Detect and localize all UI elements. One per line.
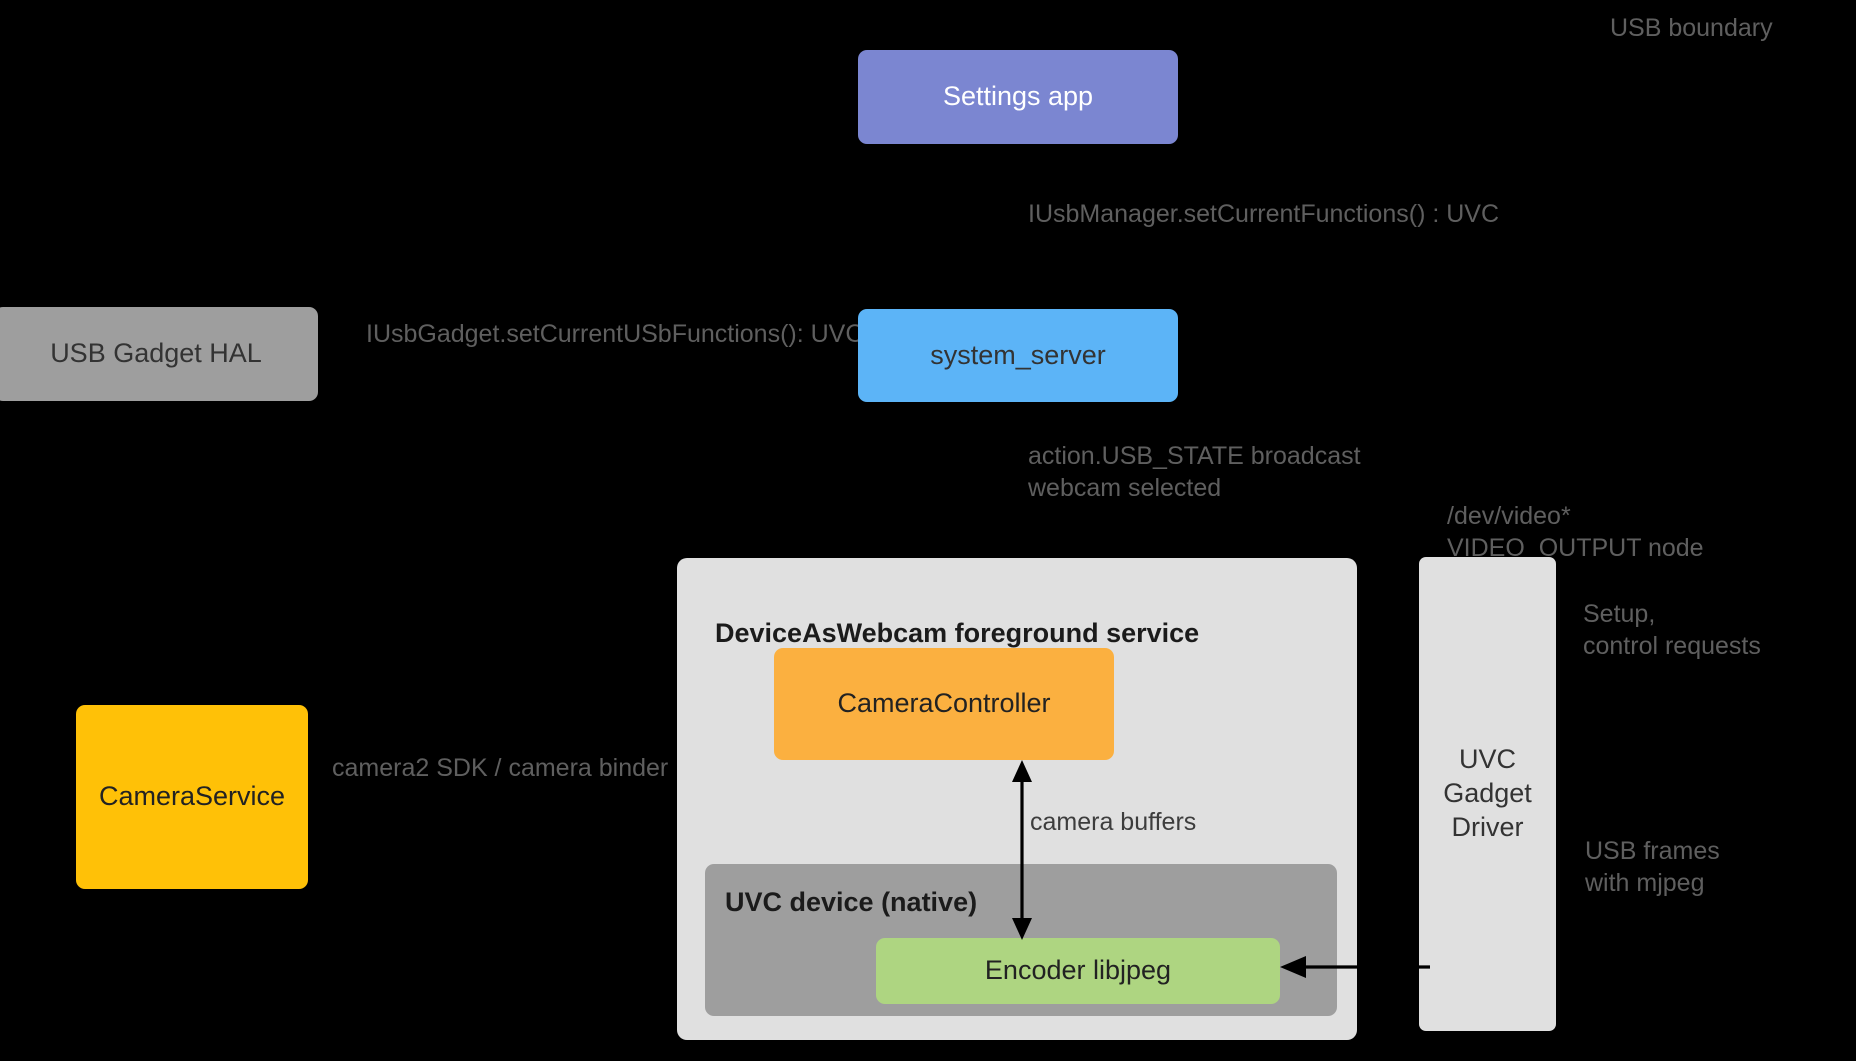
node-encoder-libjpeg[interactable]: Encoder libjpeg [876,938,1280,1004]
node-usb-gadget-hal[interactable]: USB Gadget HAL [0,307,318,401]
node-uvc-device-native-title: UVC device (native) [725,887,978,917]
node-usb-gadget-hal-label: USB Gadget HAL [50,338,262,369]
node-camera-controller-label: CameraController [837,688,1051,719]
node-settings-app-label: Settings app [942,81,1094,112]
node-camera-service[interactable]: CameraService [76,705,308,889]
label-dev-video-node: /dev/video* VIDEO_OUTPUT node [1447,502,1704,562]
label-iusbgadget-setcurrentusbfunctions: IUsbGadget.setCurrentUSbFunctions(): UVC [366,320,864,348]
label-usb-frames-mjpeg: USB frames with mjpeg [1585,837,1720,897]
node-system-server[interactable]: system_server [858,309,1178,402]
node-uvc-gadget-driver[interactable]: UVC Gadget Driver [1419,557,1556,1031]
label-iusbmanager-setcurrentfunctions: IUsbManager.setCurrentFunctions() : UVC [1028,200,1500,228]
node-camera-controller[interactable]: CameraController [774,648,1114,760]
label-usb-boundary: USB boundary [1610,14,1773,42]
node-deviceaswebcam-title: DeviceAsWebcam foreground service [715,618,1200,648]
node-encoder-libjpeg-label: Encoder libjpeg [984,955,1172,986]
label-setup-control-requests: Setup, control requests [1583,600,1761,660]
label-camera-buffers: camera buffers [1030,808,1197,836]
node-system-server-label: system_server [930,339,1106,370]
label-camera2-sdk-binder: camera2 SDK / camera binder [332,754,669,782]
node-settings-app[interactable]: Settings app [858,50,1178,144]
node-uvc-gadget-driver-label: UVC Gadget Driver [1443,744,1532,842]
label-usb-state-broadcast: action.USB_STATE broadcast webcam select… [1028,442,1361,502]
node-camera-service-label: CameraService [98,781,286,812]
